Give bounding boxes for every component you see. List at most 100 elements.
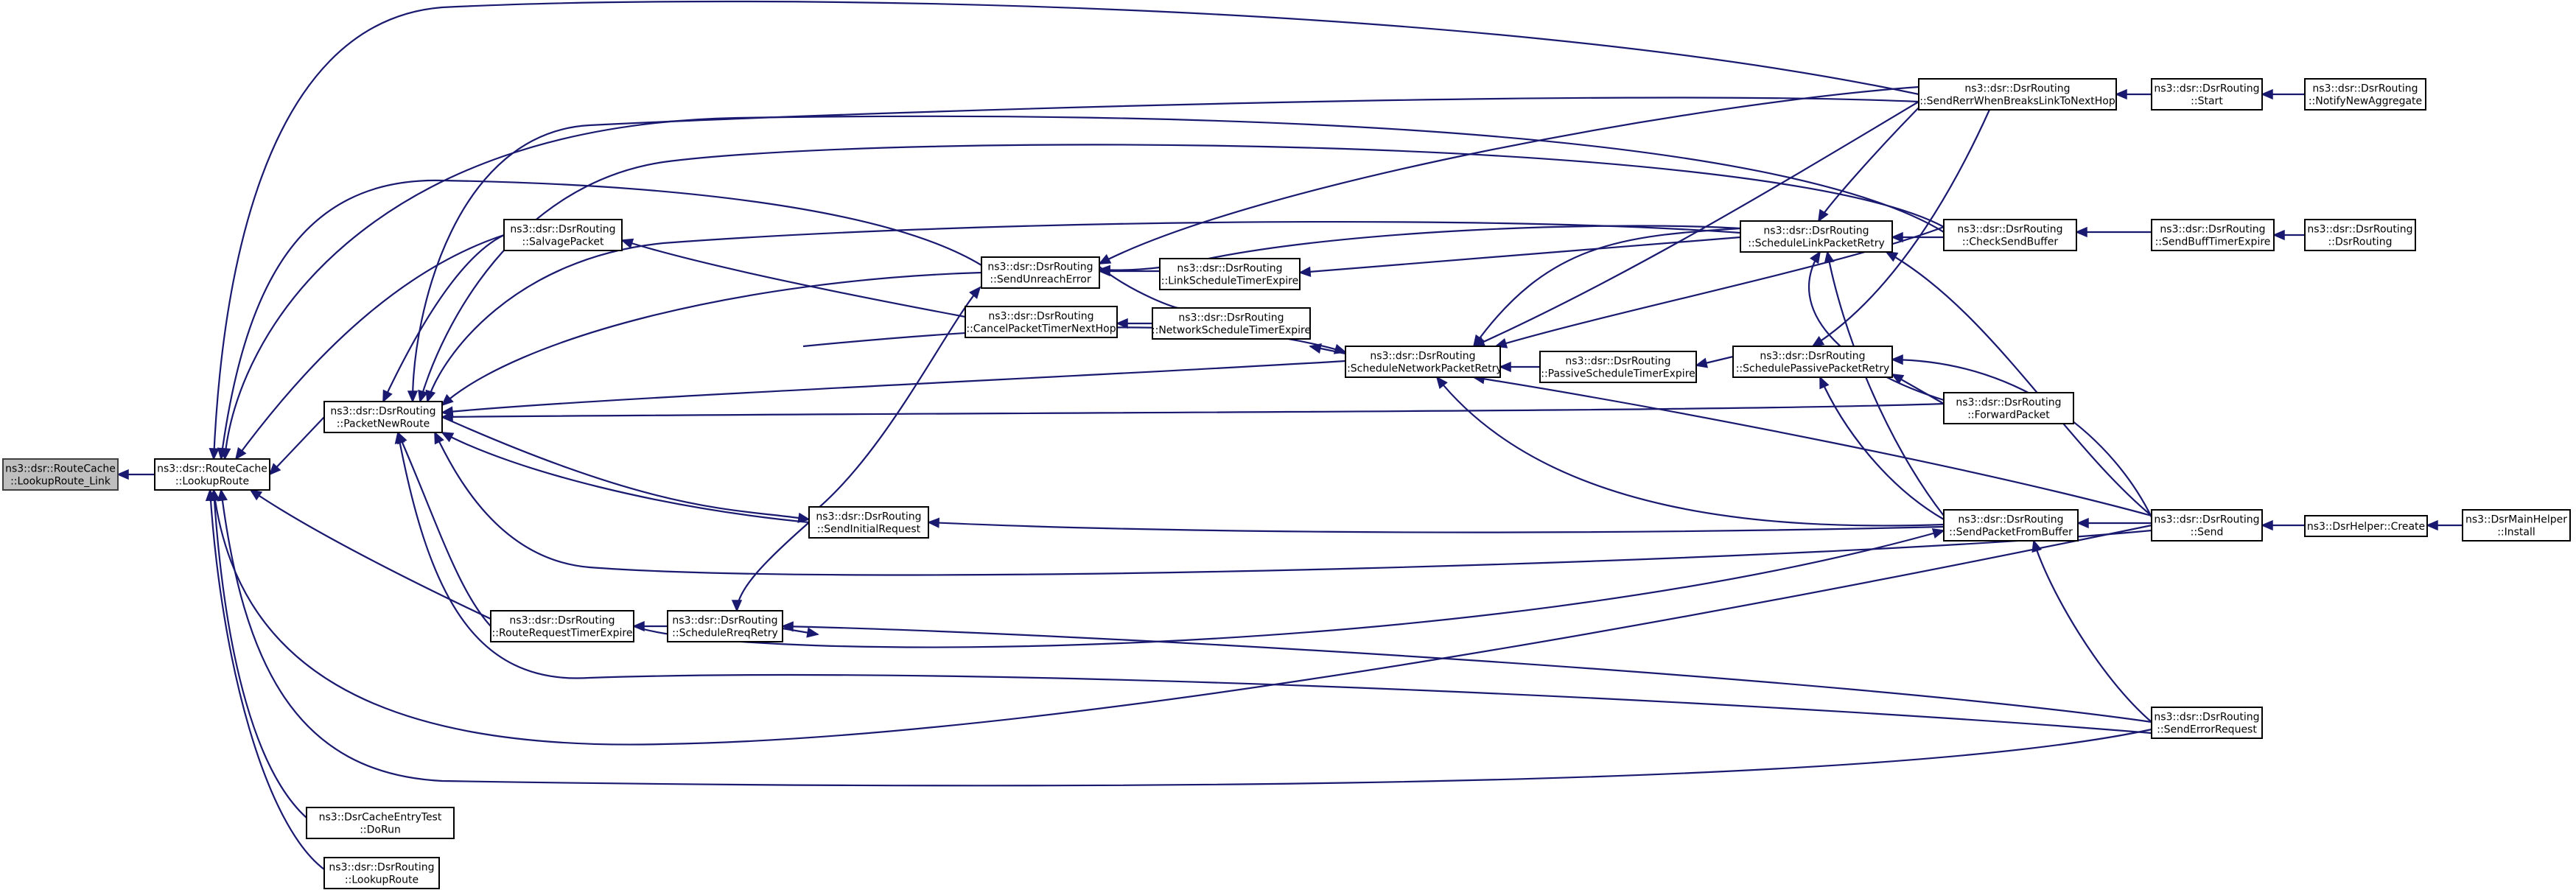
graph-node-n4[interactable]: ns3::dsr::DsrRouting::SendUnreachError [981, 256, 1100, 289]
node-box [2304, 219, 2416, 251]
call-edge [1885, 251, 2152, 516]
call-edge-line [396, 432, 491, 627]
call-edge [633, 528, 1945, 648]
node-label-scope: ns3::dsr::DsrRouting [330, 406, 435, 418]
graph-node-n17[interactable]: ns3::dsr::DsrRouting::RouteRequestTimerE… [490, 610, 634, 642]
node-box [1539, 351, 1697, 383]
node-label-method: ::SendBuffTimerExpire [2155, 236, 2271, 248]
call-edge [217, 488, 2152, 787]
graph-node-n16[interactable]: ns3::dsr::DsrRouting::SendInitialRequest [808, 506, 929, 539]
call-edge [2031, 539, 2152, 723]
node-label-method: ::LookupRoute [345, 875, 419, 886]
node-label-method: ::SendPacketFromBuffer [1949, 527, 2073, 539]
arrowhead-icon [441, 432, 455, 443]
node-label-method: ::ScheduleRreqRetry [672, 628, 778, 640]
call-edge [2075, 226, 2152, 238]
graph-node-n18[interactable]: ns3::dsr::DsrRouting::ScheduleRreqRetry [667, 610, 783, 642]
arrowhead-icon [1098, 253, 1112, 264]
graph-node-n19[interactable]: ns3::DsrCacheEntryTest::DoRun [306, 807, 455, 839]
arrowhead-icon [2115, 88, 2127, 100]
arrowhead-icon [249, 488, 263, 501]
call-edge [434, 431, 2152, 576]
graph-node-n25[interactable]: ns3::dsr::DsrRouting::Send [2151, 509, 2263, 542]
graph-node-n13[interactable]: ns3::dsr::DsrRouting::CheckSendBuffer [1943, 219, 2077, 251]
call-edge [782, 627, 819, 638]
arrowhead-icon [441, 393, 454, 407]
call-edge [1499, 361, 1540, 373]
arrowhead-icon [2272, 229, 2285, 241]
arrowhead-icon [1891, 231, 1903, 243]
arrowhead-icon [1494, 337, 1508, 348]
call-edge-line [220, 489, 2152, 787]
node-box [2304, 78, 2426, 111]
call-edge [209, 0, 1919, 460]
node-label-scope: ns3::dsr::DsrRouting [510, 224, 615, 236]
graph-node-n14[interactable]: ns3::dsr::DsrRouting::ForwardPacket [1943, 392, 2074, 424]
call-edge-line [1473, 376, 2152, 517]
call-edge [441, 271, 982, 407]
call-edge-line [441, 271, 982, 406]
graph-node-n23[interactable]: ns3::dsr::DsrRouting::SendBuffTimerExpir… [2151, 219, 2275, 251]
node-box [1740, 220, 1893, 253]
graph-node-n26[interactable]: ns3::dsr::DsrRouting::SendErrorRequest [2151, 707, 2263, 739]
node-box [1152, 307, 1311, 340]
call-edge-line [1299, 236, 1741, 274]
call-edge-line [1819, 376, 1945, 520]
arrowhead-icon [1818, 209, 1829, 222]
graph-node-n1[interactable]: ns3::dsr::RouteCache::LookupRoute [154, 458, 270, 491]
call-edge-line [441, 432, 810, 524]
graph-node-n20[interactable]: ns3::dsr::DsrRouting::LookupRoute [323, 857, 440, 889]
call-edge [1472, 101, 1919, 348]
graph-node-n27[interactable]: ns3::DsrHelper::Create [2304, 515, 2428, 537]
call-edge [2426, 519, 2463, 531]
node-box [667, 610, 783, 642]
arrowhead-icon [394, 431, 405, 444]
arrowhead-icon [205, 488, 217, 502]
arrowhead-icon [217, 488, 228, 502]
node-label-method: ::SendErrorRequest [2157, 724, 2257, 736]
graph-node-n6[interactable]: ns3::dsr::DsrRouting::LinkScheduleTimerE… [1159, 258, 1301, 290]
graph-node-n21[interactable]: ns3::dsr::DsrRouting::Start [2151, 78, 2263, 111]
arrowhead-icon [1931, 528, 1945, 539]
graph-node-n15[interactable]: ns3::dsr::DsrRouting::SendPacketFromBuff… [1943, 509, 2079, 542]
call-edge [1811, 109, 1991, 348]
call-edge-line [621, 239, 966, 318]
arrowhead-icon [2075, 226, 2087, 238]
node-label-scope: ns3::DsrMainHelper [2465, 514, 2567, 526]
graph-node-n22[interactable]: ns3::dsr::DsrRouting::NotifyNewAggregate [2304, 78, 2426, 111]
graph-node-n8[interactable]: ns3::dsr::DsrRouting::ScheduleNetworkPac… [1343, 346, 1502, 378]
call-edge [418, 144, 1945, 403]
arrowhead-icon [425, 389, 436, 403]
node-box [2304, 515, 2428, 537]
graph-node-n12[interactable]: ns3::dsr::DsrRouting::SendRerrWhenBreaks… [1918, 78, 2117, 111]
node-label-method: ::Send [2191, 527, 2224, 539]
arrowhead-icon [1811, 336, 1825, 348]
node-label-method: ::Install [2497, 527, 2535, 539]
call-edge [441, 360, 1346, 417]
graph-node-n5[interactable]: ns3::dsr::DsrRouting::CancelPacketTimerN… [965, 306, 1118, 338]
node-label-scope: ns3::dsr::DsrRouting [1565, 356, 1670, 368]
graph-node-n9[interactable]: ns3::dsr::DsrRouting::PassiveScheduleTim… [1539, 351, 1697, 383]
node-label-method: ::DsrRouting [2328, 236, 2393, 248]
graph-node-n28[interactable]: ns3::DsrMainHelper::Install [2462, 509, 2571, 542]
node-label-method: ::RouteRequestTimerExpire [492, 628, 633, 640]
call-edge-line [1436, 376, 1945, 527]
graph-node-n11[interactable]: ns3::dsr::DsrRouting::SchedulePassivePac… [1732, 346, 1893, 378]
call-edge-line [434, 432, 2152, 576]
graph-node-n3[interactable]: ns3::dsr::DsrRouting::SalvagePacket [503, 219, 623, 251]
graph-node-n2[interactable]: ns3::dsr::DsrRouting::PacketNewRoute [323, 401, 443, 433]
node-box [2151, 509, 2263, 542]
arrowhead-icon [209, 447, 220, 460]
graph-node-n24[interactable]: ns3::dsr::DsrRouting::DsrRouting [2304, 219, 2416, 251]
graph-node-n7[interactable]: ns3::dsr::DsrRouting::NetworkScheduleTim… [1152, 307, 1311, 340]
node-label-scope: ns3::dsr::DsrRouting [329, 862, 434, 874]
call-edge-line [419, 144, 1945, 402]
graph-node-n10[interactable]: ns3::dsr::DsrRouting::ScheduleLinkPacket… [1740, 220, 1893, 253]
call-edge [1891, 354, 2152, 518]
node-label-method: ::SchedulePassivePacketRetry [1736, 363, 1890, 375]
call-edge [441, 432, 810, 524]
arrowhead-icon [2426, 519, 2438, 531]
arrowhead-icon [2076, 517, 2089, 529]
call-edge [731, 522, 810, 612]
node-box [306, 807, 455, 839]
